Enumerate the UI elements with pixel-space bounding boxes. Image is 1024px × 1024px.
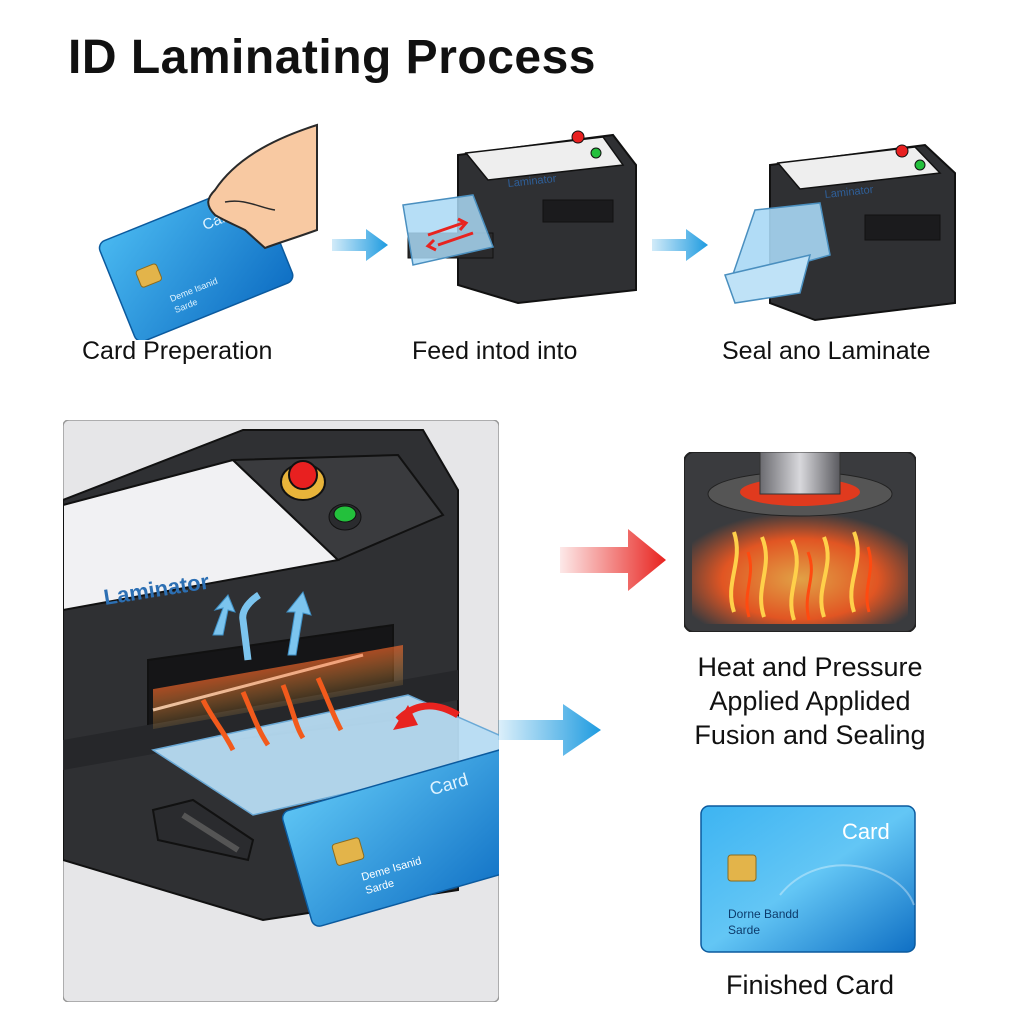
status-light-green: [590, 147, 602, 159]
chip-icon: [727, 854, 757, 882]
finished-card-label: Finished Card: [725, 970, 895, 1000]
heat-text-line-2: Applied Applided: [709, 686, 911, 716]
finished-card-line1: Dorne Bandd: [728, 907, 799, 921]
power-button-red: [288, 460, 318, 490]
step-2-label: Feed intod into: [412, 337, 578, 365]
heat-pressure-text: Heat and Pressure Applied Applided Fusio…: [660, 650, 960, 752]
laminator-brand-small-1: Laminator: [507, 173, 557, 190]
chip-icon: [135, 263, 162, 288]
card-preparation-illustration: Card Deme Isanid Sarde: [98, 123, 318, 340]
finished-card-line2: Sarde: [728, 923, 760, 937]
flame-icon: [729, 531, 860, 621]
power-button-red: [571, 130, 585, 144]
step-1-label: Card Preperation: [82, 337, 273, 365]
airflow-arrow-up: [212, 594, 236, 636]
heat-pressure-detail: [684, 452, 916, 632]
heat-text-line-1: Heat and Pressure: [697, 652, 923, 682]
laminator-brand-small-2: Laminator: [824, 184, 874, 201]
laminate-pouch: [402, 194, 495, 266]
card-feeding: Card Deme Isanid Sarde: [281, 747, 499, 927]
output-arrow: [498, 704, 601, 756]
feed-laminator-illustration: Laminator: [402, 130, 637, 305]
status-light-green: [914, 159, 926, 171]
page-title: ID Laminating Process: [68, 31, 596, 84]
step-arrow-2: [652, 229, 708, 261]
chip-icon: [331, 837, 365, 866]
seal-laminate-illustration: Laminator: [724, 143, 956, 322]
hand-icon: [207, 123, 318, 250]
step-arrow-1: [332, 229, 388, 261]
step-3-label: Seal ano Laminate: [722, 337, 931, 365]
heat-detail-arrow: [560, 529, 666, 591]
press-cylinder: [759, 452, 841, 495]
finished-card-image: Card Dorne Bandd Sarde: [700, 805, 916, 953]
finished-card-title: Card: [842, 819, 890, 844]
laminator-detail-panel: Laminator Card Deme Isanid Sarde: [63, 420, 499, 1002]
laminated-sheet: [728, 202, 831, 285]
status-light-green: [333, 505, 357, 523]
airflow-arrow-up-2: [285, 590, 312, 656]
heat-arrows: [200, 676, 344, 752]
heat-text-line-3: Fusion and Sealing: [694, 720, 926, 750]
power-button-red: [895, 144, 909, 158]
